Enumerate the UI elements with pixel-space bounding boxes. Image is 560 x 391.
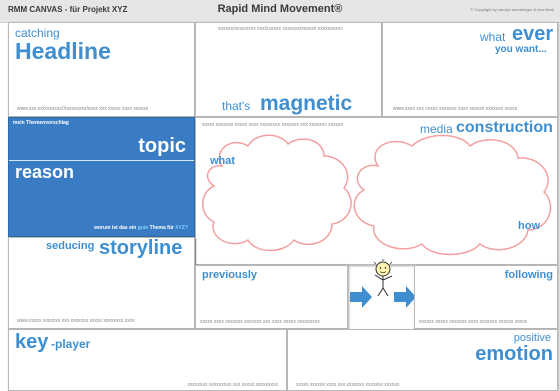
arrow-right-icon (350, 286, 372, 308)
how-cloud (353, 134, 552, 256)
topic-label: topic (138, 135, 186, 157)
question-part: gute (137, 225, 149, 231)
panel-note: xxxxxx/xxxxx/xxx xxx/xxxxxx xxxxxxx/xxxx… (218, 26, 343, 32)
panel-previously[interactable]: previously xxxxx xxxx xxxxxxx xxxxxxx xx… (195, 265, 348, 329)
panel-footnote: www.xxx.xx/xxxxxxx/Xxxxxxxxx/xxxx xxx xx… (17, 106, 149, 112)
panel-storyline[interactable]: seducing storyline www.xxxxx xxxxxxx xxx… (8, 237, 195, 329)
panel-magnetic[interactable]: xxxxxx/xxxxx/xxx xxx/xxxxxx xxxxxxx/xxxx… (195, 22, 382, 117)
headline-label: Headline (15, 38, 111, 64)
panel-footnote: xxxxxxxx xxxxxxxxx xxx xxxxx xxxxxxxxx (187, 382, 278, 388)
lightbulb-figure-icon (373, 259, 393, 297)
following-label: following (504, 269, 553, 281)
topic-question: worum ist das ein gute Thema für XYZ? (94, 226, 188, 231)
app-title: Rapid Mind Movement® (217, 3, 343, 15)
panel-footnote: www.xxxx xxx xxxxx xxxxxxx xxxx xxxxxx x… (393, 106, 518, 112)
positive-label: positive (513, 332, 551, 344)
arrow-right-icon (394, 286, 416, 308)
what-label: what (480, 30, 506, 44)
panel-whatever[interactable]: what ever you want... www.xxxx xxx xxxxx… (382, 22, 558, 117)
question-part: XYZ? (175, 225, 188, 231)
panel-topic-reason[interactable]: mein Themenvorschlag topic reason worum … (8, 117, 195, 237)
copyright-text: © Copyright by carolyn sonnberger & tom … (470, 7, 554, 12)
reason-label: reason (15, 162, 75, 182)
seducing-label: seducing (46, 240, 95, 252)
ever-label: ever (512, 23, 554, 45)
title-bar: RMM CANVAS - für Projekt XYZ Rapid Mind … (0, 0, 560, 23)
panel-following[interactable]: following xxxxxx xxxxx xxxxxxx xxxx xxxx… (414, 265, 558, 329)
panel-media-construction[interactable]: xxxxx xxxxxxx xxxxx xxxx xxxxxxxx xxxxxx… (195, 117, 558, 265)
key-label: key (15, 331, 49, 353)
panel-footnote: xxxxx xxxxxx xxxx xxx xxxxxxx xxxxxxx xx… (296, 382, 400, 388)
magnetic-label: magnetic (260, 92, 353, 115)
question-part: worum ist das ein (94, 225, 137, 231)
panel-catching-headline[interactable]: catching Headline www.xxx.xx/xxxxxxx/Xxx… (8, 22, 195, 117)
panel-footnote: xxxxxx xxxxx xxxxxxx xxxx xxxxxxx xxxxxx… (419, 319, 528, 325)
construction-label: construction (456, 119, 553, 136)
what-label: what (210, 155, 236, 167)
storyline-label: storyline (99, 237, 183, 259)
panel-footnote: xxxxx xxxx xxxxxxx xxxxxxx xxx xxxx xxxx… (200, 319, 320, 325)
thats-label: that's (222, 99, 251, 113)
divider (9, 160, 194, 161)
catching-label: catching (15, 26, 60, 40)
you-want-label: you want... (495, 44, 547, 55)
what-cloud (202, 134, 352, 252)
emotion-label: emotion (475, 343, 553, 365)
panel-key-player[interactable]: key -player xxxxxxxx xxxxxxxxx xxx xxxxx… (8, 329, 287, 391)
player-label: -player (51, 337, 91, 351)
media-label: media (420, 122, 453, 136)
panel-footnote: www.xxxxx xxxxxxx xxx xxxxxxx xxxxx xxxx… (17, 318, 135, 324)
panel-positive-emotion[interactable]: positive emotion xxxxx xxxxxx xxxx xxx x… (287, 329, 558, 391)
previously-label: previously (202, 269, 258, 281)
question-part: Thema für (149, 225, 174, 231)
topic-proposal-label: mein Themenvorschlag (13, 120, 69, 126)
canvas-title: RMM CANVAS - für Projekt XYZ (8, 5, 128, 14)
panel-note: xxxxx xxxxxxx xxxxx xxxx xxxxxxxx xxxxxx… (202, 122, 344, 128)
how-label: how (518, 220, 540, 232)
